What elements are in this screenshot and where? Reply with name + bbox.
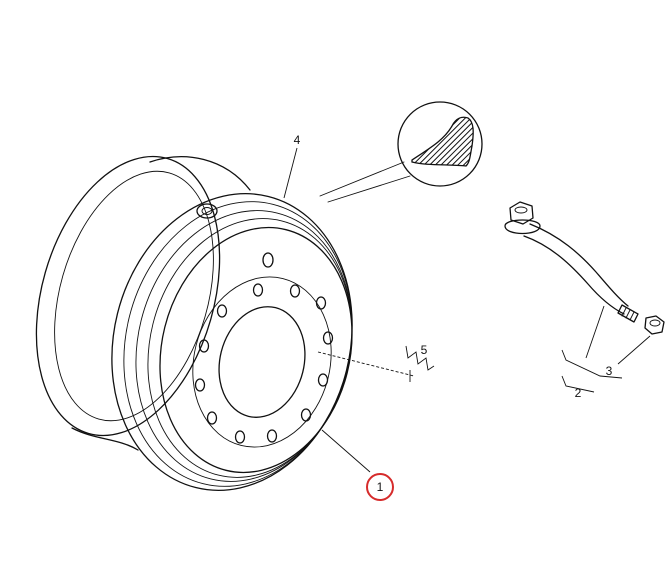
stud-hole <box>252 283 264 297</box>
rim-barrel-bottom <box>71 427 139 451</box>
rim-back-inner <box>54 170 214 422</box>
stud-hole <box>289 284 301 298</box>
valve-nut-top <box>514 206 528 214</box>
stud-hole <box>234 430 246 444</box>
flange-ring-2 <box>123 201 353 487</box>
leader-lines <box>283 147 651 473</box>
callout-3: 3 <box>606 364 613 378</box>
stud-hole <box>206 411 218 425</box>
bracket-2-3-lower <box>561 375 595 393</box>
valve-tube-lower <box>523 235 625 315</box>
stud-hole <box>322 331 334 345</box>
valve-threaded-end <box>617 304 639 323</box>
thread-line <box>629 311 635 321</box>
stud-holes <box>194 283 334 444</box>
leader-2 <box>585 305 605 359</box>
section-detail <box>319 101 483 203</box>
valve-seat <box>504 219 541 235</box>
rim-cross-section <box>411 116 474 167</box>
leader-1 <box>321 429 371 473</box>
flange-ring-1 <box>111 193 353 491</box>
valve-cap-top <box>649 319 661 327</box>
disc-outer <box>159 226 353 474</box>
stud-hole <box>216 304 228 318</box>
callout-1-highlight[interactable] <box>366 473 394 501</box>
rim-barrel-top <box>149 156 251 191</box>
detail-circle <box>397 101 483 187</box>
stud-hole <box>198 339 210 353</box>
valve-hole-inner <box>201 207 213 215</box>
valve-extension <box>504 201 665 335</box>
valve-nut <box>509 201 534 225</box>
stud-hole <box>315 296 327 310</box>
callout-4: 4 <box>294 133 301 147</box>
leader-4 <box>283 147 298 199</box>
callout-labels: 4 5 3 2 1 <box>294 133 613 501</box>
stud-hole <box>266 429 278 443</box>
flange-ring-4 <box>147 218 353 478</box>
wheel-rim <box>35 155 353 491</box>
valve-hole <box>196 203 218 219</box>
callout-1[interactable]: 1 <box>377 480 384 494</box>
callout-2: 2 <box>575 386 582 400</box>
stud-hole <box>317 373 329 387</box>
disc-vent-hole <box>262 252 274 268</box>
thread-line <box>621 307 627 317</box>
leader-3 <box>617 335 651 365</box>
callout-5: 5 <box>421 343 428 357</box>
bracket-5 <box>405 345 435 371</box>
rim-back-outer <box>35 155 221 437</box>
leader-5 <box>317 351 415 377</box>
center-bore <box>218 306 306 418</box>
thread-line <box>625 309 631 319</box>
detail-leader-b <box>327 175 411 203</box>
stud-hole <box>194 378 206 392</box>
valve-tube-upper <box>529 223 629 307</box>
detail-leader-a <box>319 161 405 197</box>
bracket-2-3 <box>561 349 623 379</box>
valve-cap <box>644 315 665 335</box>
stud-hole <box>300 408 312 422</box>
